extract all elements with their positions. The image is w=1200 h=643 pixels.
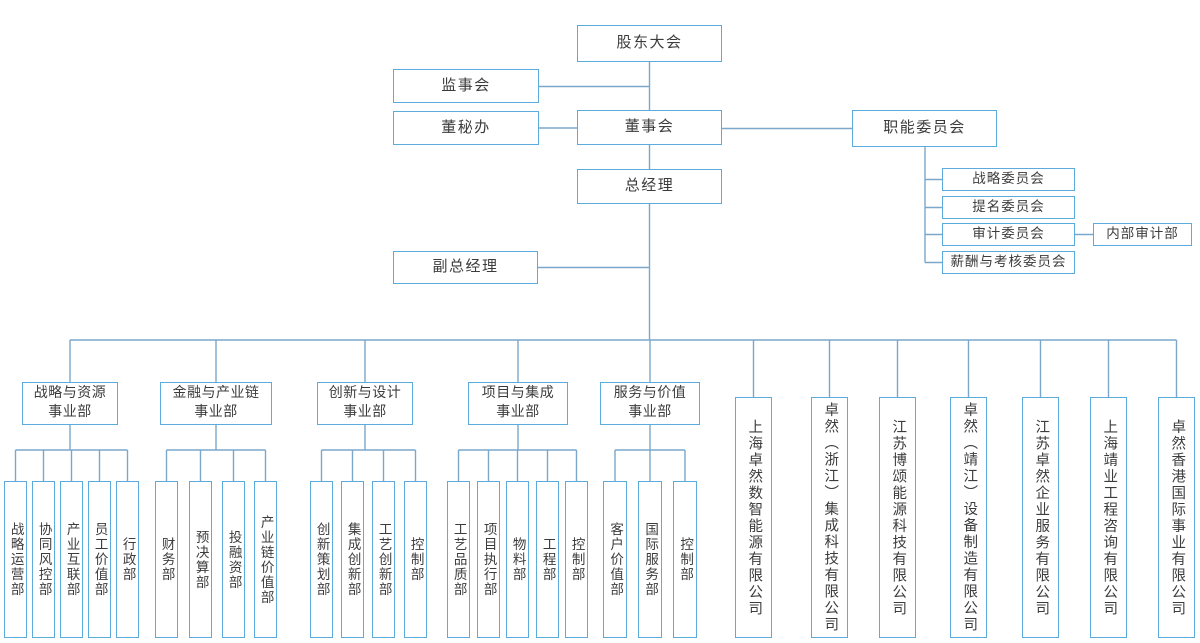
division-project-integration: 项目与集成 事业部 [468,382,568,425]
division-label-line2: 事业部 [496,404,540,420]
department-label: 控制部 [569,537,585,582]
subsidiary-box: 卓然（靖江）设备制造有限公司 [950,397,987,638]
department-label: 工程部 [540,537,556,582]
department-label: 产业互联部 [64,522,80,597]
department-label: 战略运营部 [8,522,24,597]
department-box: 物料部 [506,481,529,638]
division-label-line2: 事业部 [628,404,672,420]
department-box: 控制部 [404,481,427,638]
department-label: 项目执行部 [481,522,497,597]
node-label: 监事会 [441,77,491,94]
department-box: 控制部 [565,481,588,638]
department-label: 工艺创新部 [376,522,392,597]
department-label: 协同风控部 [36,522,52,597]
division-label-line1: 创新与设计 [328,385,402,401]
department-box: 国际服务部 [638,481,662,638]
node-label: 薪酬与考核委员会 [950,254,1067,270]
subsidiary-box: 上海靖业工程咨询有限公司 [1090,397,1127,638]
department-box: 集成创新部 [341,481,364,638]
node-strategy-committee: 战略委员会 [942,168,1075,191]
subsidiary-box: 江苏博颂能源科技有限公司 [879,397,916,638]
department-box: 工艺品质部 [447,481,470,638]
node-board-secretary-office: 董秘办 [393,111,539,145]
subsidiary-label: 江苏博颂能源科技有限公司 [890,418,907,617]
node-label: 职能委员会 [883,120,966,137]
division-label-line2: 事业部 [194,404,238,420]
department-box: 创新策划部 [310,481,333,638]
node-nomination-committee: 提名委员会 [942,196,1075,219]
node-label: 提名委员会 [972,199,1045,215]
department-label: 员工价值部 [92,522,108,597]
node-audit-committee: 审计委员会 [942,223,1075,246]
department-box: 员工价值部 [88,481,111,638]
department-label: 集成创新部 [345,522,361,597]
department-label: 预决算部 [193,529,209,590]
node-label: 内部审计部 [1106,226,1179,242]
department-label: 物料部 [510,537,526,582]
department-box: 预决算部 [189,481,212,638]
subsidiary-label: 卓然（浙江）集成科技有限公司 [822,402,839,633]
node-functional-committees: 职能委员会 [852,110,997,147]
department-box: 控制部 [673,481,697,638]
department-label: 产业链价值部 [258,514,274,605]
department-label: 控制部 [678,537,694,582]
subsidiary-box: 江苏卓然企业服务有限公司 [1022,397,1059,638]
department-box: 财务部 [155,481,178,638]
department-label: 创新策划部 [314,522,330,597]
division-innovation-design: 创新与设计 事业部 [317,382,413,425]
node-internal-audit-dept: 内部审计部 [1093,223,1192,246]
subsidiary-label: 上海卓然数智能源有限公司 [746,418,763,617]
department-box: 项目执行部 [477,481,500,638]
department-label: 投融资部 [226,529,242,590]
node-label: 审计委员会 [972,226,1045,242]
node-shareholders-meeting: 股东大会 [577,25,722,62]
node-label: 董秘办 [441,119,491,136]
node-board-of-directors: 董事会 [577,110,722,145]
node-label: 总经理 [624,178,675,195]
department-box: 客户价值部 [603,481,627,638]
division-label-line1: 服务与价值 [613,385,687,401]
division-service-value: 服务与价值 事业部 [600,382,700,425]
division-strategy-resources: 战略与资源 事业部 [22,382,118,425]
subsidiary-box: 上海卓然数智能源有限公司 [735,397,772,638]
department-box: 协同风控部 [32,481,55,638]
department-box: 战略运营部 [4,481,27,638]
node-label: 副总经理 [432,259,499,276]
node-deputy-general-manager: 副总经理 [393,251,538,284]
department-box: 工程部 [536,481,559,638]
node-label: 董事会 [624,119,675,136]
division-label-line1: 战略与资源 [33,385,107,401]
department-box: 投融资部 [222,481,245,638]
department-label: 工艺品质部 [451,522,467,597]
node-general-manager: 总经理 [577,169,722,204]
node-label: 战略委员会 [972,171,1045,187]
department-box: 产业互联部 [60,481,83,638]
department-box: 工艺创新部 [372,481,395,638]
subsidiary-box: 卓然香港国际事业有限公司 [1158,397,1195,638]
division-label-line2: 事业部 [343,404,387,420]
department-label: 国际服务部 [643,522,659,597]
node-compensation-committee: 薪酬与考核委员会 [942,251,1075,274]
subsidiary-box: 卓然（浙江）集成科技有限公司 [811,397,848,638]
division-label-line2: 事业部 [48,404,92,420]
subsidiary-label: 卓然香港国际事业有限公司 [1169,418,1186,617]
department-box: 产业链价值部 [254,481,277,638]
subsidiary-label: 上海靖业工程咨询有限公司 [1101,418,1118,617]
division-label-line1: 金融与产业链 [172,385,260,401]
subsidiary-label: 江苏卓然企业服务有限公司 [1033,418,1050,617]
department-box: 行政部 [116,481,139,638]
division-finance-industry-chain: 金融与产业链 事业部 [160,382,272,425]
department-label: 客户价值部 [608,522,624,597]
department-label: 财务部 [159,537,175,582]
department-label: 行政部 [120,537,136,582]
node-label: 股东大会 [616,35,683,52]
node-supervisory-board: 监事会 [393,69,539,103]
department-label: 控制部 [408,537,424,582]
division-label-line1: 项目与集成 [481,385,555,401]
subsidiary-label: 卓然（靖江）设备制造有限公司 [961,402,978,633]
